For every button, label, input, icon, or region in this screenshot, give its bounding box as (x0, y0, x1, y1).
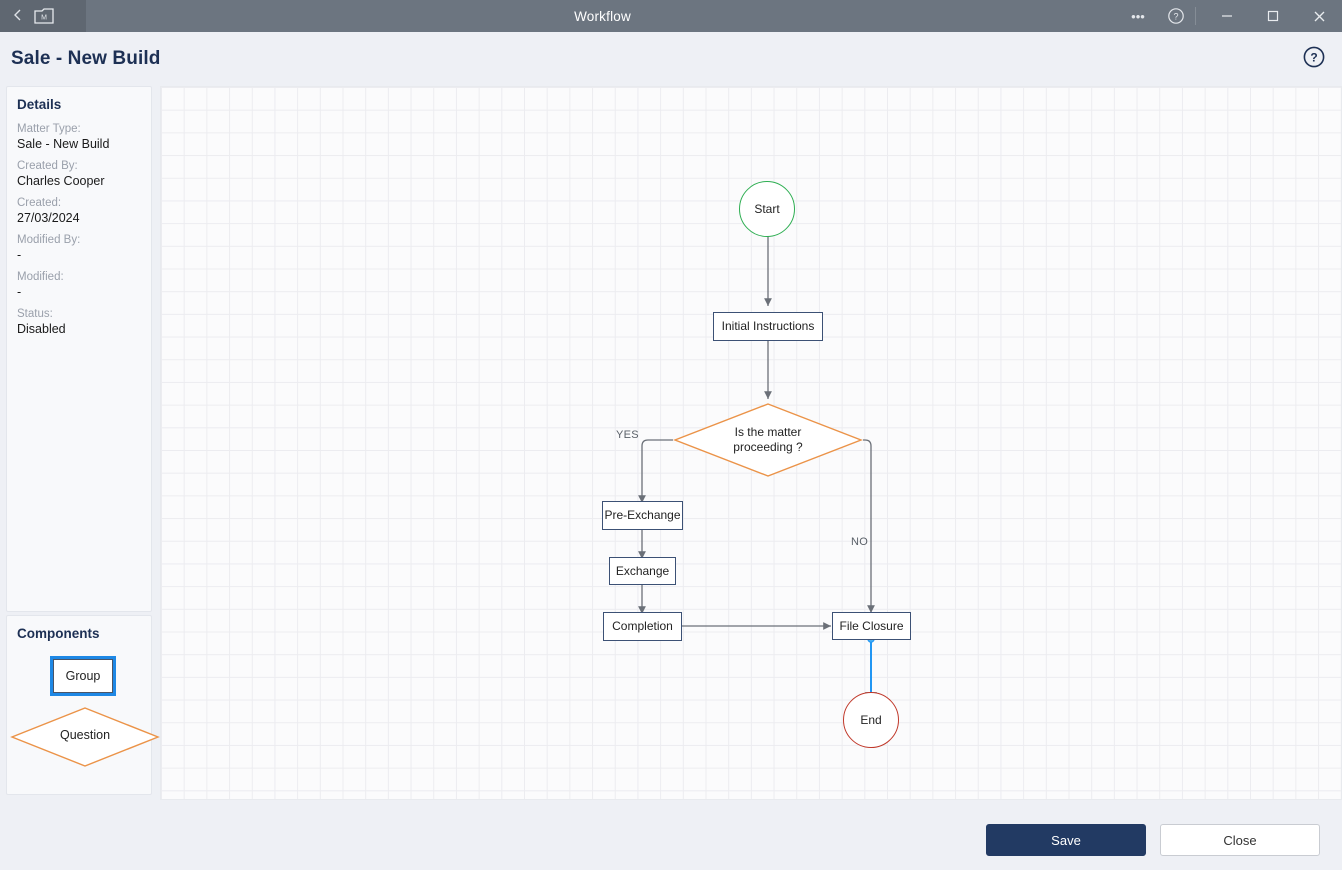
sidebar: Details Matter Type: Sale - New Build Cr… (6, 86, 160, 795)
minimize-button[interactable] (1204, 0, 1250, 32)
flow-connectors (638, 236, 877, 715)
edge-decision-file (863, 439, 875, 613)
flow-node-label: Initial Instructions (721, 319, 815, 333)
footer-actions: Save Close (0, 810, 1342, 870)
field-value: 27/03/2024 (17, 211, 80, 225)
field-label: Modified By: (17, 234, 81, 246)
field-value: Sale - New Build (17, 137, 110, 151)
workflow-canvas[interactable]: YES NO Start Initial Instructions Is the… (160, 86, 1342, 800)
field-label: Modified: (17, 271, 64, 283)
edge-label-yes: YES (616, 429, 639, 441)
diamond-shape-icon (10, 707, 160, 767)
flow-node-label: File Closure (839, 618, 904, 633)
field-value: - (17, 285, 22, 299)
component-question-label: Question (59, 728, 111, 742)
flow-node-label: Is the matter proceeding ? (733, 425, 803, 454)
window-controls (1204, 0, 1342, 32)
detail-field-modified: Modified: - (17, 271, 141, 299)
components-panel-title: Components (17, 626, 100, 641)
window-title: Workflow (574, 8, 631, 24)
flow-node-label: Completion (612, 619, 673, 633)
flow-node-initial-instructions[interactable]: Initial Instructions (713, 312, 823, 341)
flow-node-pre-exchange[interactable]: Pre-Exchange (602, 501, 683, 530)
detail-field-status: Status: Disabled (17, 308, 141, 336)
detail-field-created-by: Created By: Charles Cooper (17, 160, 141, 188)
component-group-item[interactable]: Group (50, 656, 116, 696)
details-panel: Details Matter Type: Sale - New Build Cr… (6, 86, 152, 612)
details-panel-title: Details (17, 97, 62, 112)
component-question-item[interactable]: Question (10, 706, 160, 768)
titlebar-left-group: M (0, 0, 86, 32)
close-button[interactable] (1296, 0, 1342, 32)
titlebar-divider (1195, 7, 1196, 25)
flow-node-label: Exchange (615, 563, 670, 578)
edge-decision-pre (638, 439, 673, 503)
titlebar-help-icon[interactable]: ? (1157, 0, 1195, 32)
detail-field-created: Created: 27/03/2024 (17, 197, 141, 225)
field-value: Charles Cooper (17, 174, 105, 188)
field-label: Created By: (17, 160, 78, 172)
flowchart: YES NO Start Initial Instructions Is the… (161, 87, 1341, 799)
flow-node-end[interactable]: End (843, 692, 899, 748)
flow-node-start[interactable]: Start (739, 181, 795, 237)
svg-text:?: ? (1173, 12, 1178, 22)
field-label: Matter Type: (17, 123, 81, 135)
flow-node-decision[interactable]: Is the matter proceeding ? (673, 402, 863, 478)
flow-node-label: Start (754, 201, 780, 216)
close-button-footer[interactable]: Close (1160, 824, 1320, 856)
flow-node-label: Pre-Exchange (604, 508, 681, 522)
chevron-left-icon[interactable] (12, 8, 23, 25)
flow-node-completion[interactable]: Completion (603, 612, 682, 641)
matter-folder-icon[interactable]: M (33, 7, 55, 25)
field-value: Disabled (17, 322, 66, 336)
detail-field-matter-type: Matter Type: Sale - New Build (17, 123, 141, 151)
field-label: Status: (17, 308, 53, 320)
flow-node-label: End (860, 712, 882, 727)
page-help-icon[interactable]: ? (1301, 44, 1327, 70)
page-header: Sale - New Build ? (0, 32, 1342, 86)
titlebar-right-group: ••• ? (1119, 0, 1342, 32)
flow-node-file-closure[interactable]: File Closure (832, 612, 911, 640)
diamond-shape-icon (673, 403, 863, 477)
field-label: Created: (17, 197, 62, 209)
detail-field-modified-by: Modified By: - (17, 234, 141, 262)
svg-text:?: ? (1310, 51, 1317, 65)
svg-text:M: M (41, 15, 47, 22)
window-titlebar: M Workflow ••• ? (0, 0, 1342, 32)
save-button[interactable]: Save (986, 824, 1146, 856)
components-panel: Components Group Question (6, 615, 160, 795)
field-value: - (17, 248, 22, 262)
maximize-button[interactable] (1250, 0, 1296, 32)
page-title: Sale - New Build (11, 48, 161, 69)
edge-label-no: NO (851, 536, 869, 548)
flow-node-exchange[interactable]: Exchange (609, 557, 676, 585)
more-options-icon[interactable]: ••• (1131, 8, 1145, 24)
